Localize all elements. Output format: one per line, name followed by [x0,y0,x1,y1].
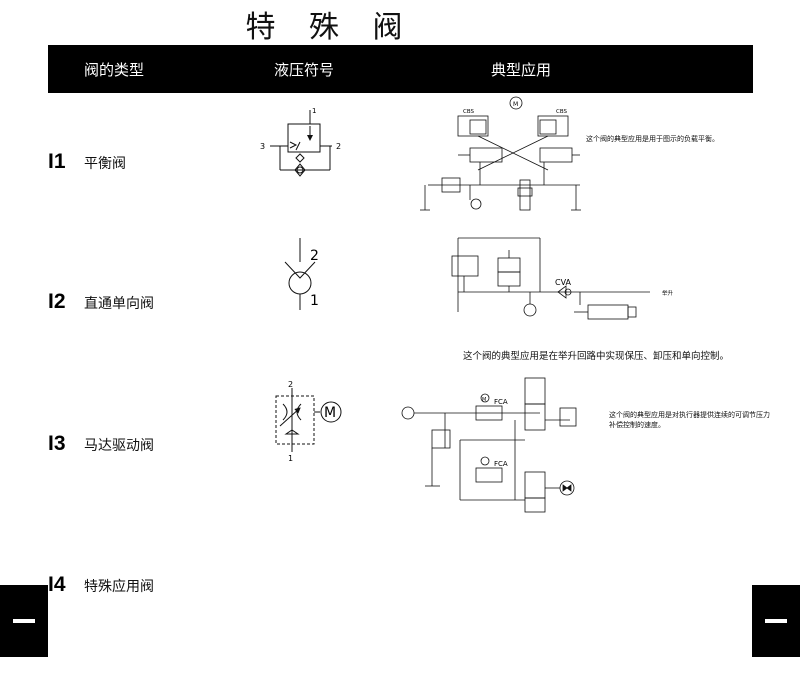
port-label: 1 [310,293,319,309]
page-tab-left [0,585,48,657]
port-label: 2 [288,380,293,389]
dash-icon [765,619,787,623]
table-header: 阀的类型 液压符号 典型应用 [48,45,753,93]
diagram-label: M [482,397,486,403]
diagram-label: M [513,101,518,108]
motor-driven-valve-symbol [275,388,342,452]
page-title: 特 殊 阀 [245,10,415,45]
application-note-3: 这个阀的典型应用是对执行器提供连续的可调节压力补偿控制的速度。 [609,411,770,429]
table-row: I3 马达驱动阀 [48,432,154,456]
check-valve-symbol [284,238,316,310]
table-row: I4 特殊应用阀 [48,573,154,597]
diagram-label: FCA [494,398,508,406]
header-col-type: 阀的类型 [84,61,145,79]
application-note-2: 这个阀的典型应用是在举升回路中实现保压、卸压和单向控制。 [463,351,730,362]
motor-speed-circuit-diagram [401,377,577,513]
diagram-label: 举升 [662,289,674,297]
header-col-symbol: 液压符号 [274,61,335,79]
table-row: I2 直通单向阀 [48,290,154,314]
counterbalance-circuit-diagram [420,96,581,211]
port-label: 1 [288,454,293,463]
table-row: I1 平衡阀 [48,150,126,174]
diagram-label: CBS [556,109,568,115]
port-label: 1 [312,107,316,115]
application-note-1: 这个阀的典型应用是用于图示的负载平衡。 [586,135,719,143]
diagram-label: CBS [463,109,475,115]
port-label: 2 [336,142,341,151]
row-valve-type: 直通单向阀 [84,296,154,312]
page-tab-right [752,585,800,657]
diagram-label: CVA [555,278,572,287]
row-number: I2 [48,290,66,313]
diagram-label: FCA [494,460,508,468]
row-valve-type: 特殊应用阀 [84,579,154,595]
row-number: I4 [48,573,66,596]
port-label: 2 [310,248,319,264]
lift-circuit-diagram [451,237,650,320]
header-col-application: 典型应用 [491,61,552,79]
counterbalance-valve-symbol [270,110,332,177]
row-valve-type: 平衡阀 [84,156,126,172]
dash-icon [13,619,35,623]
motor-label: M [324,405,336,421]
row-number: I1 [48,150,66,173]
row-valve-type: 马达驱动阀 [84,438,154,454]
port-label: 3 [260,142,265,151]
row-number: I3 [48,432,66,455]
